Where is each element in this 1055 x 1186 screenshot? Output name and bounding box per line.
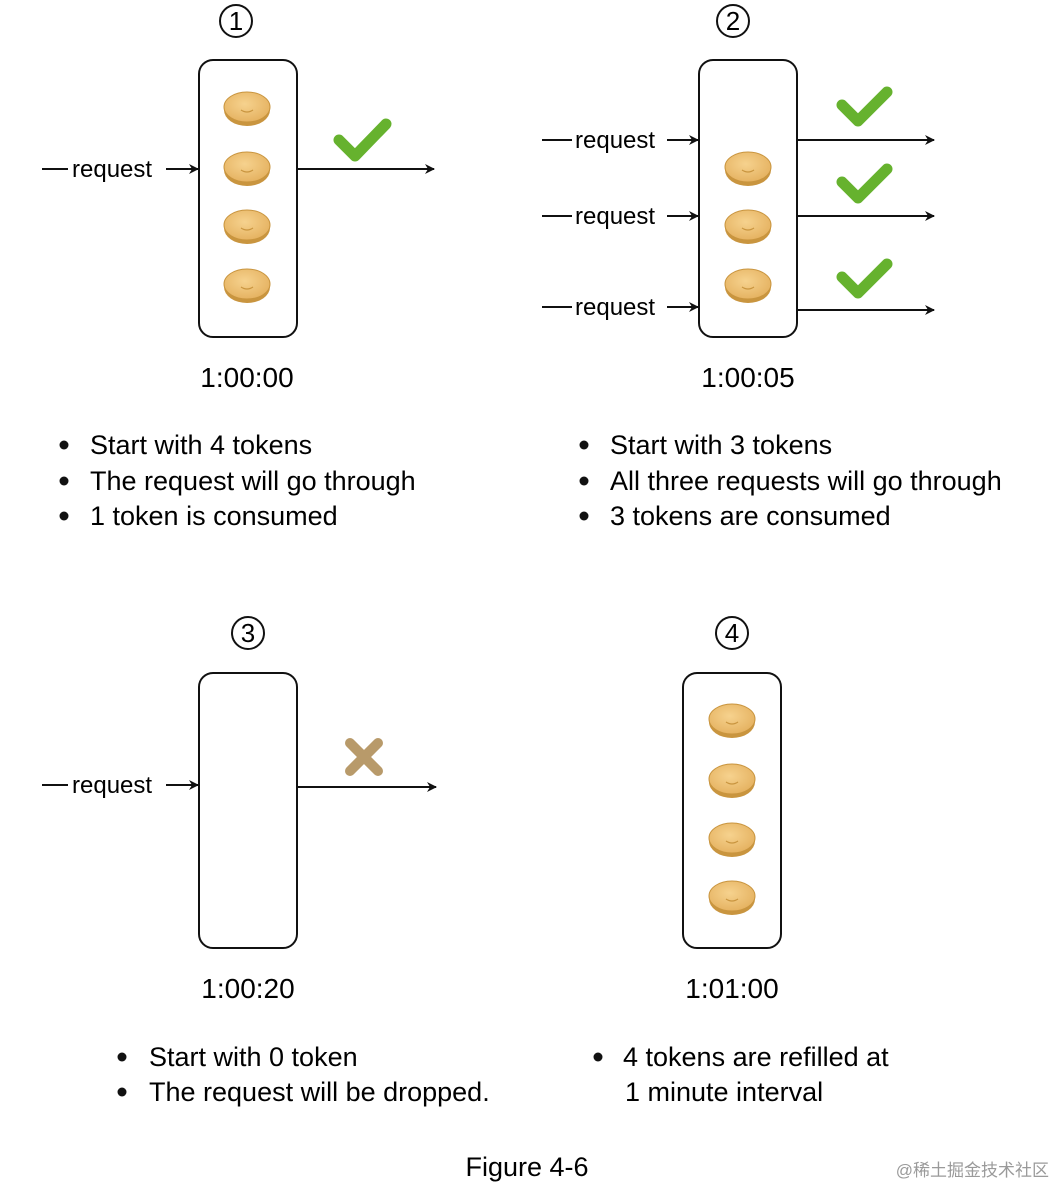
bullet-text: Start with 3 tokens (610, 430, 832, 460)
step-number: 2 (726, 6, 740, 36)
token-bucket (198, 672, 298, 949)
bullet-list: Start with 4 tokens The request will go … (59, 430, 416, 531)
bullet-dot (117, 1052, 127, 1062)
token-coin-icon (223, 91, 271, 126)
panel-1: 1 request 1:00:00 Start with 4 tokens Th… (42, 4, 435, 531)
step-number-circle (716, 4, 750, 38)
token-coin-icon (708, 703, 756, 738)
token-coin-icon (708, 763, 756, 798)
panel-3: 3 request 1:00:20 Start with 0 token The… (42, 616, 490, 1107)
bullet-text: 4 tokens are refilled at (623, 1042, 889, 1072)
timestamp: 1:01:00 (685, 973, 778, 1004)
bullet-dot (579, 476, 589, 486)
tokens (724, 151, 772, 303)
bullet-list: Start with 3 tokens All three requests w… (579, 430, 1002, 531)
timestamp: 1:00:05 (701, 362, 794, 393)
timestamp: 1:00:20 (201, 973, 294, 1004)
step-number: 3 (241, 618, 255, 648)
bullet-text: 3 tokens are consumed (610, 501, 891, 531)
bullet-text: Start with 4 tokens (90, 430, 312, 460)
bullet-dot (117, 1087, 127, 1097)
bullet-text: The request will be dropped. (149, 1077, 490, 1107)
bullet-continuation: 1 minute interval (625, 1077, 823, 1107)
cross-icon (345, 738, 383, 776)
tokens (223, 91, 271, 303)
bullet-dot (579, 440, 589, 450)
check-icon (836, 86, 893, 127)
panel-2: 2 request request request 1:00:05 Start … (542, 4, 1002, 531)
token-bucket (698, 59, 798, 338)
token-coin-icon (223, 209, 271, 244)
token-coin-icon (708, 822, 756, 857)
request-label: request (72, 772, 152, 799)
token-bucket (682, 672, 782, 949)
token-coin-icon (724, 209, 772, 244)
panel-4: 4 1:01:00 4 tokens are refilled at 1 min… (593, 616, 889, 1107)
bullet-dot (59, 511, 69, 521)
step-number-circle (231, 616, 265, 650)
request-label: request (575, 127, 655, 154)
token-bucket (198, 59, 298, 338)
token-coin-icon (223, 268, 271, 303)
bullet-text: All three requests will go through (610, 466, 1002, 496)
bullet-text: The request will go through (90, 466, 416, 496)
bullet-text: Start with 0 token (149, 1042, 358, 1072)
token-coin-icon (724, 151, 772, 186)
timestamp: 1:00:00 (200, 362, 293, 393)
token-coin-icon (223, 151, 271, 186)
check-icon (333, 118, 392, 162)
tokens (708, 703, 756, 915)
figure-caption: Figure 4-6 (465, 1152, 588, 1182)
request-label: request (575, 294, 655, 321)
bullet-dot (59, 476, 69, 486)
step-number-circle (715, 616, 749, 650)
step-number-circle (219, 4, 253, 38)
bullet-list: 4 tokens are refilled at 1 minute interv… (593, 1042, 889, 1107)
bullet-dot (59, 440, 69, 450)
bullet-text: 1 token is consumed (90, 501, 338, 531)
step-number: 4 (725, 618, 739, 648)
request-label: request (575, 203, 655, 230)
check-icon (836, 163, 893, 204)
request-label: request (72, 156, 152, 183)
token-coin-icon (724, 268, 772, 303)
bullet-list: Start with 0 token The request will be d… (117, 1042, 490, 1107)
bullet-dot (579, 511, 589, 521)
check-icon (836, 258, 893, 299)
watermark: @稀土掘金技术社区 (896, 1161, 1049, 1180)
bullet-dot (593, 1052, 603, 1062)
step-number: 1 (229, 6, 243, 36)
token-coin-icon (708, 880, 756, 915)
